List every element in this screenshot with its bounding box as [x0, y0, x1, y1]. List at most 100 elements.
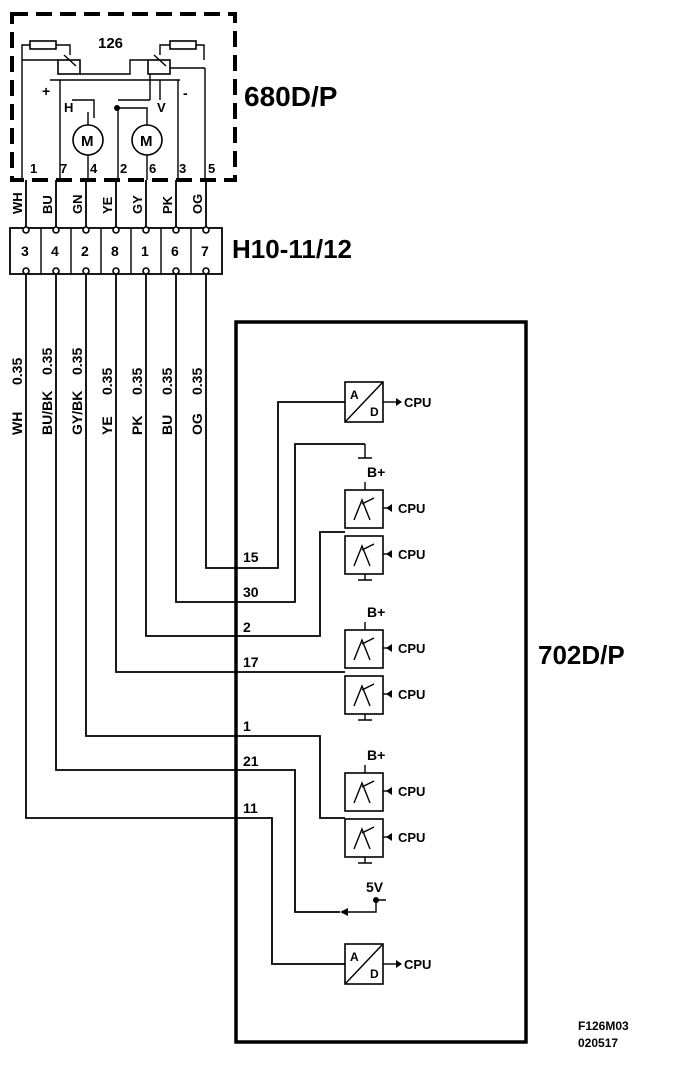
svg-text:D: D — [370, 967, 379, 981]
connector-terminal-top — [172, 226, 180, 234]
resistor-left — [29, 40, 57, 50]
connector-pin: 6 — [171, 243, 179, 259]
module-terminal: 15 — [243, 549, 259, 565]
adc-bottom: A D CPU — [344, 943, 431, 985]
svg-text:CPU: CPU — [398, 687, 425, 702]
switch-pin: 4 — [90, 161, 98, 176]
wire-color-label: OG — [189, 413, 205, 435]
five-volt-supply: 5V — [340, 879, 386, 916]
connector: 3 4 2 8 1 6 7 H10-11/12 — [9, 226, 352, 275]
svg-text:CPU: CPU — [398, 547, 425, 562]
minus-sign: - — [183, 85, 188, 101]
half-bridge-2: B+ CPU CPU — [344, 604, 425, 721]
wire-color-label: BU/BK — [39, 391, 55, 435]
connector-terminal-bottom — [52, 267, 60, 275]
wire-size-label: 0.35 — [69, 348, 85, 375]
switch-pin: 1 — [30, 161, 37, 176]
module-terminal: 30 — [243, 584, 259, 600]
module-terminal: 1 — [243, 718, 251, 734]
resistor-right — [169, 40, 197, 50]
wire-size-label: 0.35 — [129, 368, 145, 395]
wire-ye — [115, 274, 345, 673]
adc-top: A D CPU — [344, 381, 431, 423]
svg-text:CPU: CPU — [398, 784, 425, 799]
half-bridge-3: B+ CPU CPU — [344, 747, 425, 864]
switch-pin: 6 — [149, 161, 156, 176]
svg-text:A: A — [350, 950, 359, 964]
wire-og — [205, 274, 345, 569]
connector-terminal-top — [82, 226, 90, 234]
wire-size-label: 0.35 — [99, 368, 115, 395]
figure-code: F126M03 — [578, 1019, 629, 1033]
svg-text:B+: B+ — [367, 747, 385, 763]
connector-terminal-bottom — [82, 267, 90, 275]
connector-terminal-top — [112, 226, 120, 234]
motor-v-symbol: M — [140, 133, 153, 150]
connector-label: H10-11/12 — [232, 234, 352, 264]
switch-unit-label: 680D/P — [244, 81, 337, 112]
wire-bu — [175, 274, 365, 603]
plus-sign: + — [42, 83, 50, 99]
wire-color-label: WH — [9, 412, 25, 435]
connector-terminal-top — [142, 226, 150, 234]
module-border — [234, 320, 528, 1044]
svg-text:A: A — [350, 388, 359, 402]
wire-size-label: 0.35 — [39, 348, 55, 375]
svg-text:B+: B+ — [367, 604, 385, 620]
switch-pin: 7 — [60, 161, 67, 176]
wire-size-label: 0.35 — [159, 368, 175, 395]
v-label: V — [157, 100, 166, 115]
switch-pin: 5 — [208, 161, 215, 176]
connector-terminal-top — [202, 226, 210, 234]
top-wire-color: OG — [190, 194, 205, 214]
connector-terminal-bottom — [112, 267, 120, 275]
connector-pin: 4 — [51, 243, 59, 259]
wire-gy-bk — [85, 274, 345, 819]
wire-color-label: BU — [159, 415, 175, 435]
svg-text:5V: 5V — [366, 879, 384, 895]
connector-pin: 7 — [201, 243, 209, 259]
connector-terminal-top — [52, 226, 60, 234]
switch-unit-number: 126 — [98, 35, 123, 52]
module-terminal: 2 — [243, 619, 251, 635]
connector-terminal-bottom — [172, 267, 180, 275]
top-wire-color: PK — [160, 195, 175, 214]
wire-bu-bk — [55, 274, 340, 913]
connector-pin: 1 — [141, 243, 149, 259]
svg-text:D: D — [370, 405, 379, 419]
wire-labels: WH 0.35 BU/BK 0.35 GY/BK 0.35 YE 0.35 PK… — [9, 348, 205, 435]
switch-block-left — [57, 59, 81, 75]
top-wire-color: YE — [100, 196, 115, 214]
svg-text:CPU: CPU — [398, 501, 425, 516]
switch-block-right — [147, 59, 171, 75]
connector-pin: 8 — [111, 243, 119, 259]
connector-terminal-top — [22, 226, 30, 234]
svg-text:CPU: CPU — [404, 957, 431, 972]
switch-unit: 680D/P 126 + - H V M M 1 7 4 2 6 3 — [10, 12, 337, 182]
motor-h-symbol: M — [81, 133, 94, 150]
module-terminal: 21 — [243, 753, 259, 769]
switch-pin: 3 — [179, 161, 186, 176]
top-wire-color: GY — [130, 195, 145, 214]
module-label: 702D/P — [538, 640, 625, 670]
module-terminal: 11 — [243, 800, 258, 816]
connector-pin: 3 — [21, 243, 29, 259]
wire-pk — [145, 274, 345, 637]
connector-terminal-bottom — [202, 267, 210, 275]
connector-terminal-bottom — [142, 267, 150, 275]
top-wires: WH BU GN YE GY PK OG — [10, 180, 207, 228]
harness-wires — [25, 274, 365, 965]
top-wire-color: GN — [70, 195, 85, 215]
connector-pin: 2 — [81, 243, 89, 259]
half-bridge-1: B+ CPU CPU — [344, 444, 425, 581]
connector-terminal-bottom — [22, 267, 30, 275]
figure-date: 020517 — [578, 1036, 618, 1050]
top-wire-color: BU — [40, 195, 55, 214]
svg-text:CPU: CPU — [404, 395, 431, 410]
wire-size-label: 0.35 — [9, 358, 25, 385]
top-wire-color: WH — [10, 192, 25, 214]
svg-text:B+: B+ — [367, 464, 385, 480]
svg-text:CPU: CPU — [398, 830, 425, 845]
wire-color-label: GY/BK — [69, 391, 85, 435]
